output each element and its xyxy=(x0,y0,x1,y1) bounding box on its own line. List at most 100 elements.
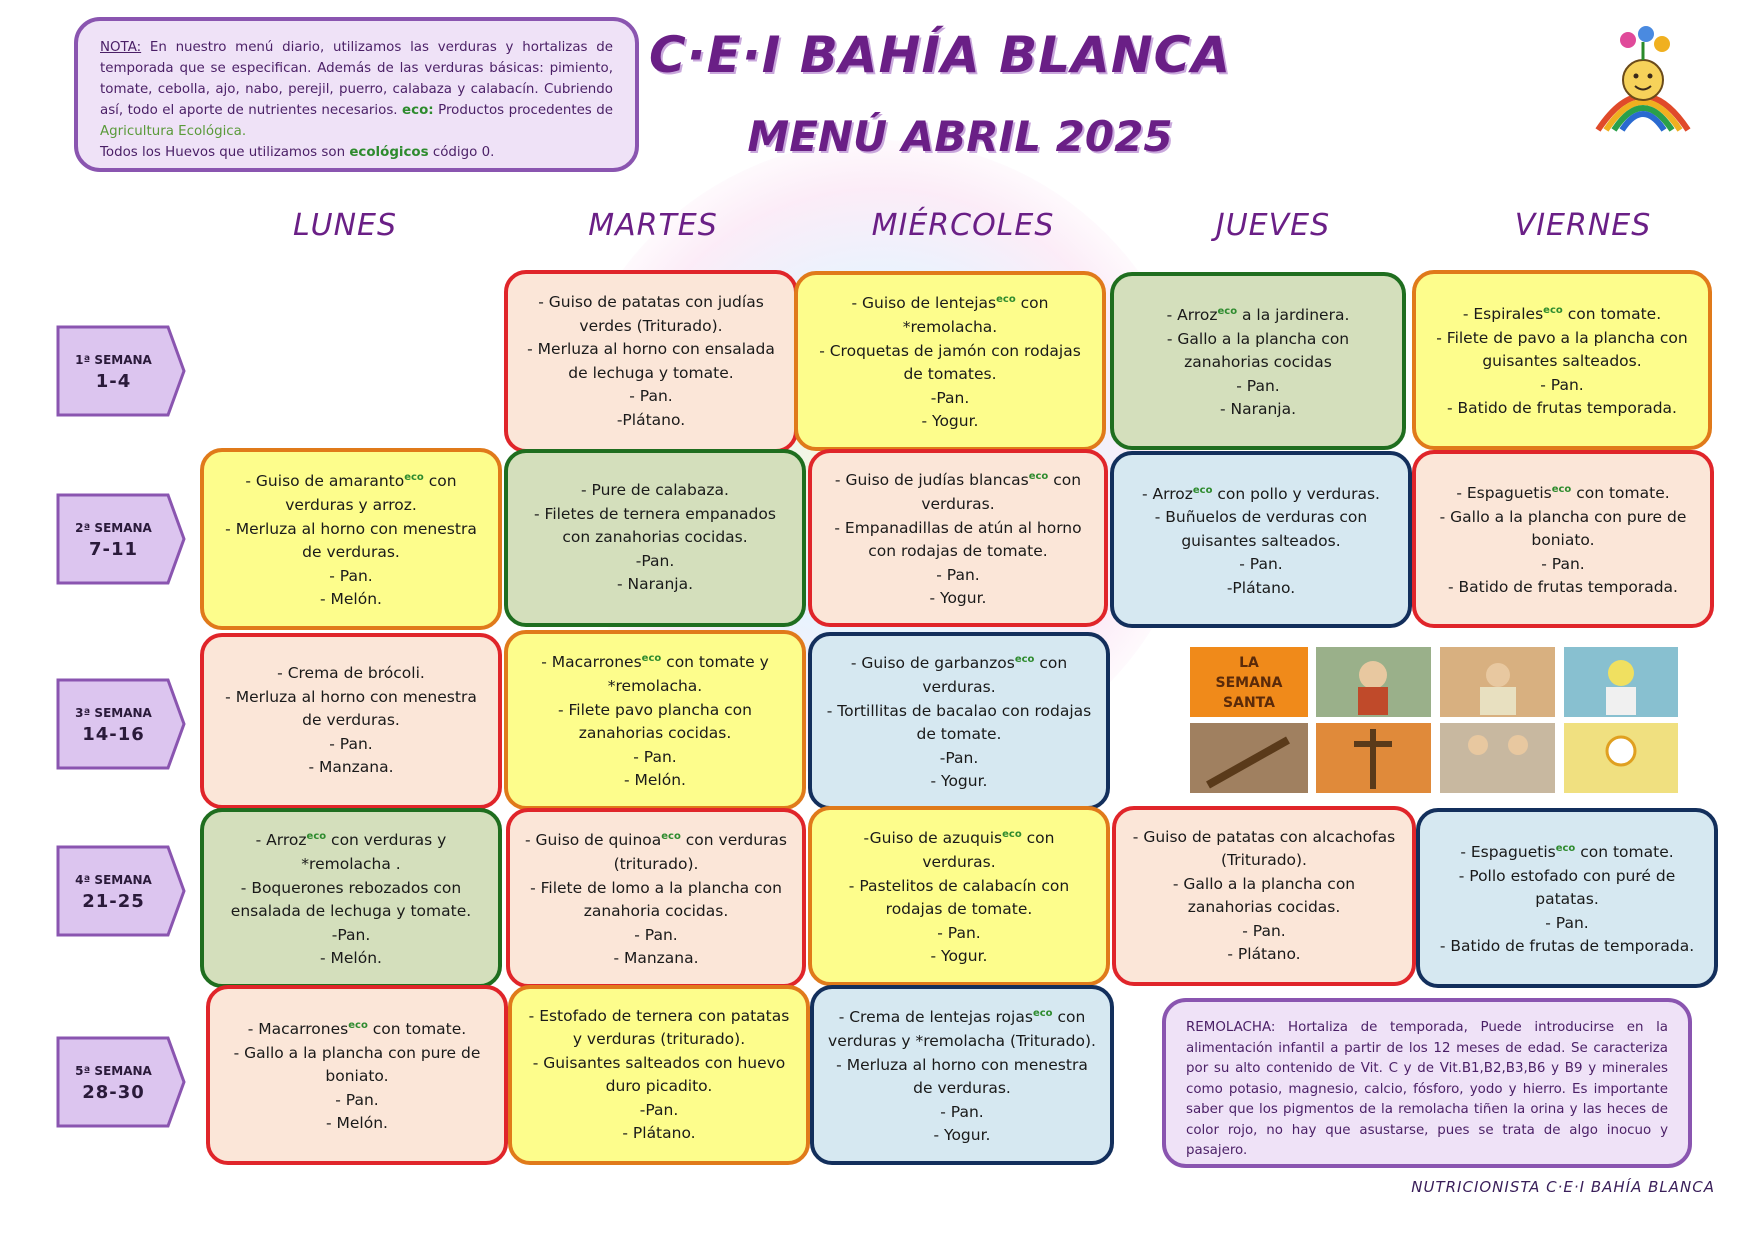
day-header-viernes: VIERNES xyxy=(1514,208,1652,243)
bread: -Pan. xyxy=(331,925,371,944)
menu-w2-jueves: - Arrozeco con pollo y verduras.- Buñuel… xyxy=(1110,451,1412,628)
dessert: -Plátano. xyxy=(1226,578,1296,597)
eco-mark: eco xyxy=(1014,654,1035,666)
menu-w5-miercoles: - Crema de lentejas rojaseco con verdura… xyxy=(810,985,1114,1165)
bread: - Pan. xyxy=(329,566,373,585)
menu-w3-miercoles: - Guiso de garbanzoseco con verduras.- T… xyxy=(808,632,1110,810)
eco-mark: eco xyxy=(1002,829,1022,841)
day-header-lunes: LUNES xyxy=(292,208,398,243)
eco-mark: eco xyxy=(1032,1008,1053,1020)
dish: - Macarrones xyxy=(247,1020,349,1039)
dish: - Espaguetis xyxy=(1460,843,1556,862)
menu-w2-martes: - Pure de calabaza. - Filetes de ternera … xyxy=(504,449,806,627)
week-name: 2ª SEMANA xyxy=(75,521,152,535)
page-title: C·E·I BAHÍA BLANCA xyxy=(648,26,1232,84)
day-header-miercoles: MIÉRCOLES xyxy=(871,208,1055,243)
dish: - Guiso de patatas con alcachofas (Tritu… xyxy=(1132,827,1396,870)
week-name: 3ª SEMANA xyxy=(75,706,152,720)
week-dates: 14-16 xyxy=(82,724,145,745)
dessert: - Manzana. xyxy=(613,949,699,968)
week-name: 4ª SEMANA xyxy=(75,873,152,887)
menu-w1-jueves: - Arrozeco a la jardinera.- Gallo a la p… xyxy=(1110,272,1406,450)
week-dates: 1-4 xyxy=(95,371,132,392)
dish: - Guiso de garbanzos xyxy=(850,654,1015,673)
easter-title-1: LA xyxy=(1239,655,1259,671)
bread: - Pan. xyxy=(1239,555,1283,574)
dessert: - Plátano. xyxy=(1227,945,1301,963)
note-eggs-b: ecológicos xyxy=(349,145,429,160)
menu-w2-lunes: - Guiso de amarantoeco con verduras y ar… xyxy=(200,448,502,630)
bread: - Pan. xyxy=(937,923,981,942)
bread: - Pan. xyxy=(1242,921,1286,940)
school-logo xyxy=(1588,22,1698,134)
dish: - Arroz xyxy=(255,831,307,850)
week-dates: 7-11 xyxy=(88,539,139,560)
dessert: - Batido de frutas temporada. xyxy=(1448,578,1678,597)
eco-mark: eco xyxy=(1192,484,1213,496)
dessert: -Plátano. xyxy=(616,410,686,429)
eco-mark: eco xyxy=(1217,306,1238,318)
dish: - Pastelitos de calabacín con rodajas de… xyxy=(848,876,1070,919)
dessert: - Batido de frutas de temporada. xyxy=(1439,937,1695,956)
eco-mark: eco xyxy=(306,831,327,843)
dish: - Guiso de lentejas xyxy=(851,294,997,313)
bread: - Pan. xyxy=(1236,376,1280,395)
dish: - Filete de pavo a la plancha con guisan… xyxy=(1436,328,1688,371)
dish: con verduras. xyxy=(922,654,1068,697)
menu-w2-miercoles: - Guiso de judías blancaseco con verdura… xyxy=(808,449,1108,627)
eco-mark: eco xyxy=(661,831,681,843)
dish: - Gallo a la plancha con pure de boniato… xyxy=(1439,507,1687,550)
menu-w4-miercoles: -Guiso de azuquiseco con verduras.- Past… xyxy=(808,806,1110,986)
dish: con *remolacha. xyxy=(902,294,1049,337)
dessert: - Naranja. xyxy=(1219,400,1297,419)
dessert: - Plátano. xyxy=(622,1124,696,1142)
page-subtitle: MENÚ ABRIL 2025 xyxy=(747,112,1173,161)
semana-santa-illustration: LA SEMANA SANTA xyxy=(1188,645,1680,795)
menu-w5-martes: - Estofado de ternera con patatas y verd… xyxy=(508,985,810,1165)
dish: - Pure de calabaza. xyxy=(581,481,729,500)
dessert: - Melón. xyxy=(624,771,686,790)
week-label-2: 2ª SEMANA 7-11 xyxy=(56,493,186,585)
dish: con verduras y *remolacha (Triturado). xyxy=(828,1008,1096,1051)
eco-mark: eco xyxy=(1555,843,1576,855)
dish: - Filetes de ternera empanados con zanah… xyxy=(534,504,776,547)
dish: - Estofado de ternera con patatas y verd… xyxy=(528,1006,790,1049)
dish: a la jardinera. xyxy=(1237,306,1350,325)
menu-w4-lunes: - Arrozeco con verduras y *remolacha .- … xyxy=(200,808,502,988)
dish: - Macarrones xyxy=(541,653,642,672)
dessert: - Yogur. xyxy=(930,947,988,966)
easter-title-2: SEMANA xyxy=(1216,675,1283,691)
dish: con tomate. xyxy=(367,1020,467,1039)
menu-w3-lunes: - Crema de brócoli.- Merluza al horno co… xyxy=(200,633,502,809)
dish: con verduras y *remolacha . xyxy=(301,831,447,874)
menu-w2-viernes: - Espaguetiseco con tomate.- Gallo a la … xyxy=(1412,450,1714,628)
dish: con verduras. xyxy=(922,829,1055,872)
dessert: - Yogur. xyxy=(921,412,979,431)
dish: - Arroz xyxy=(1166,306,1218,325)
dessert: - Yogur. xyxy=(929,589,987,608)
dish: con verduras y arroz. xyxy=(285,472,457,515)
dish: - Crema de lentejas rojas xyxy=(838,1008,1033,1027)
bread: -Pan. xyxy=(635,551,675,570)
bread: -Pan. xyxy=(930,388,970,407)
note-eggs-a: Todos los Huevos que utilizamos son xyxy=(100,145,350,160)
dish: con verduras (triturado). xyxy=(613,831,787,874)
week-name: 5ª SEMANA xyxy=(75,1064,152,1078)
week-dates: 28-30 xyxy=(82,1082,145,1103)
bread: -Pan. xyxy=(939,748,979,767)
bread: - Pan. xyxy=(936,565,980,584)
note-eggs-c: código 0. xyxy=(428,145,495,160)
dish: - Guiso de judías blancas xyxy=(834,471,1029,490)
dish: con tomate. xyxy=(1571,484,1670,503)
dish: - Guiso de amaranto xyxy=(245,472,405,491)
eco-mark: eco xyxy=(404,472,424,484)
dessert: - Melón. xyxy=(320,590,382,609)
dish: - Pollo estofado con puré de patatas. xyxy=(1458,866,1676,909)
dish: con tomate y *remolacha. xyxy=(607,653,769,696)
eco-mark: eco xyxy=(641,653,662,665)
dish: - Merluza al horno con ensalada de lechu… xyxy=(527,340,775,382)
week-label-3: 3ª SEMANA 14-16 xyxy=(56,678,186,770)
bread: -Pan. xyxy=(639,1100,679,1119)
week-label-4: 4ª SEMANA 21-25 xyxy=(56,845,186,937)
week-name: 1ª SEMANA xyxy=(75,353,152,367)
